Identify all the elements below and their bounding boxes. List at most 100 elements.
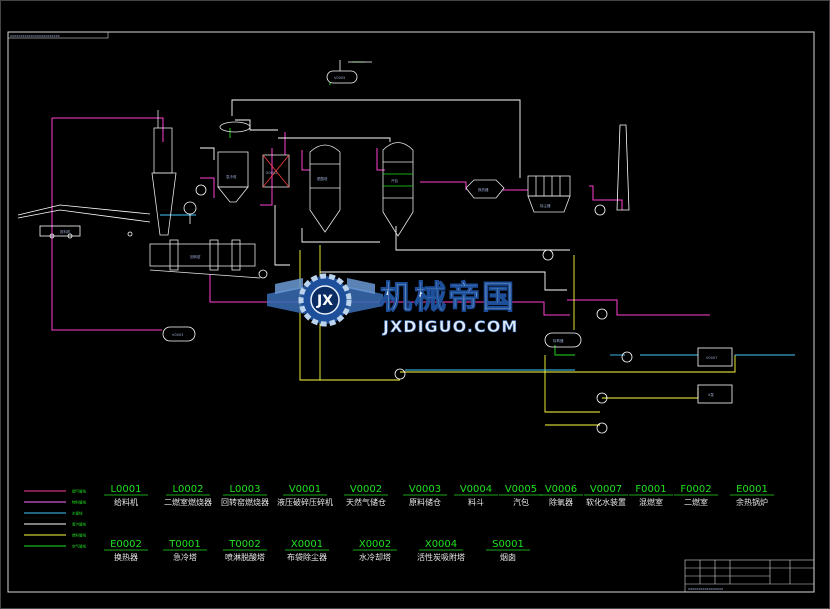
- equipment-name: 二燃室: [684, 497, 708, 507]
- pump-icon-3: [621, 351, 633, 363]
- top-tank-label: V0005: [334, 76, 345, 80]
- equipment-legend-item: V0007 软化水装置: [584, 484, 628, 507]
- watermark-gear-icon: JX: [267, 273, 383, 327]
- equipment-name: 余热锅炉: [736, 497, 768, 507]
- equipment-code: L0003: [229, 484, 260, 495]
- equipment-name: 除氧器: [549, 497, 573, 507]
- watermark-badge: JX: [316, 293, 333, 309]
- watermark-domain: JXDIGUO.COM: [382, 317, 518, 336]
- equipment-legend-item: E0001 余热锅炉: [730, 484, 774, 507]
- chimney: [616, 124, 630, 211]
- pump-icon-1: [542, 249, 554, 261]
- flue-gas-lines: [51, 117, 710, 331]
- induced-draft-fan-icon: [594, 204, 606, 216]
- equipment-legend-item: L0001 给料机: [104, 484, 148, 507]
- equipment-code: X0001: [291, 539, 323, 550]
- equipment-legend-item: V0005 汽包: [499, 484, 543, 507]
- heat-exchanger: 换热器: [465, 179, 505, 199]
- equipment-name: 急冷塔: [173, 552, 197, 562]
- equipment-code: V0007: [590, 484, 622, 495]
- deaerator-label: 除氧器: [553, 338, 564, 343]
- equipment-name: 布袋除尘器: [287, 552, 327, 562]
- equipment-name: 汽包: [513, 497, 529, 507]
- watermark-chinese: 机械帝国: [380, 278, 516, 316]
- equipment-name: 二燃室燃烧器: [164, 497, 212, 507]
- quench-column: 急冷塔: [195, 121, 251, 203]
- equipment-code: V0004: [460, 484, 492, 495]
- equipment-name: 回转窑燃烧器: [221, 497, 269, 507]
- baghouse: 除尘器: [527, 175, 571, 213]
- equipment-code: X0002: [359, 539, 391, 550]
- line-legend-label: 空气管线: [72, 544, 86, 549]
- equipment-code: F0001: [635, 484, 666, 495]
- equipment-name: 液压破碎压碎机: [277, 497, 333, 507]
- x0002-box-label: X0002: [266, 171, 277, 175]
- line-legend-label: 蒸汽管线: [72, 522, 86, 527]
- equipment-code: L0001: [110, 484, 141, 495]
- storage-tank: V0003: [162, 326, 196, 342]
- equipment-code: V0001: [289, 484, 321, 495]
- equipment-name: 软化水装置: [586, 497, 626, 507]
- equipment-name: 水冷却塔: [359, 552, 391, 562]
- line-legend-label: 燃料管线: [72, 533, 86, 538]
- softener-box: V0007: [697, 347, 733, 367]
- equipment-name: 给料机: [114, 497, 138, 507]
- equipment-legend: L0001 给料机 L0002 二燃室燃烧器 L0003 回转窑燃烧器 V0001 液压破碎压…: [104, 484, 774, 562]
- equipment-name: 原料储仓: [409, 497, 441, 507]
- kiln-label: 回转窑: [190, 254, 201, 259]
- equipment-code: S0001: [492, 539, 524, 550]
- equipment-legend-item: V0003 原料储仓: [403, 484, 447, 507]
- line-legend-label: 烟气管线: [72, 489, 86, 494]
- pump-box-label: X泵: [708, 392, 714, 397]
- drawing-border: [7, 31, 815, 593]
- cyclone-tower: [151, 110, 197, 236]
- baghouse-label: 除尘器: [540, 203, 551, 208]
- steam-lines: [200, 99, 570, 291]
- equipment-name: 活性炭吸附塔: [417, 552, 465, 562]
- equipment-name: 混燃室: [639, 497, 663, 507]
- rotary-kiln: 回转窑: [149, 239, 261, 279]
- quench-label: 急冷塔: [226, 174, 237, 179]
- drum-label: 汽包: [391, 178, 399, 183]
- equipment-code: V0002: [350, 484, 382, 495]
- equipment-code: L0002: [172, 484, 203, 495]
- equipment-legend-item: X0001 布袋除尘器: [285, 539, 329, 562]
- equipment-code: E0001: [736, 484, 768, 495]
- feeder-label: 投料机: [60, 229, 71, 234]
- equipment-code: V0003: [409, 484, 441, 495]
- equipment-legend-item: L0003 回转窑燃烧器: [221, 484, 269, 507]
- equipment-name: 料斗: [468, 497, 484, 507]
- pump-icon-6: [596, 422, 608, 434]
- equipment-code: T0001: [168, 539, 201, 550]
- equipment-group: V0005 投料机 回转窑: [17, 60, 733, 434]
- scrubber-tower-1: 脱酸塔: [309, 144, 341, 233]
- storage-tank-label: V0003: [172, 333, 183, 337]
- scrubber1-label: 脱酸塔: [317, 176, 328, 181]
- horizontal-vessel: 除氧器: [544, 332, 582, 348]
- equipment-name: 换热器: [114, 552, 138, 562]
- equipment-code: V0006: [545, 484, 577, 495]
- scrubber-tower-2: 汽包: [382, 142, 414, 237]
- pump-icon-4: [394, 368, 406, 380]
- equipment-legend-item: V0001 液压破碎压碎机: [277, 484, 333, 507]
- pump-icon-5: [596, 392, 608, 404]
- equipment-name: 烟囱: [500, 552, 516, 562]
- equipment-name: 喷淋脱酸塔: [225, 552, 265, 562]
- heat-ex-label: 换热器: [478, 187, 489, 192]
- title-block-text: xxxxxxxxxxxxxxxxx: [688, 587, 723, 591]
- top-tank: V0005: [326, 60, 372, 84]
- pump-box: X泵: [697, 384, 733, 404]
- equipment-name: 天然气储仓: [346, 497, 386, 507]
- watermark: JX 机械帝国 JXDIGUO.COM: [267, 273, 518, 336]
- equipment-code: V0005: [505, 484, 537, 495]
- line-legend-label: 水管线: [72, 511, 83, 516]
- title-block: xxxxxxxxxxxxxxxxx: [684, 559, 815, 593]
- water-lines: [160, 214, 795, 371]
- title-strip-box: [7, 31, 109, 39]
- equipment-legend-item: F0001 混燃室: [629, 484, 673, 507]
- equipment-legend-item: F0002 二燃室: [674, 484, 718, 507]
- equipment-code: F0002: [680, 484, 711, 495]
